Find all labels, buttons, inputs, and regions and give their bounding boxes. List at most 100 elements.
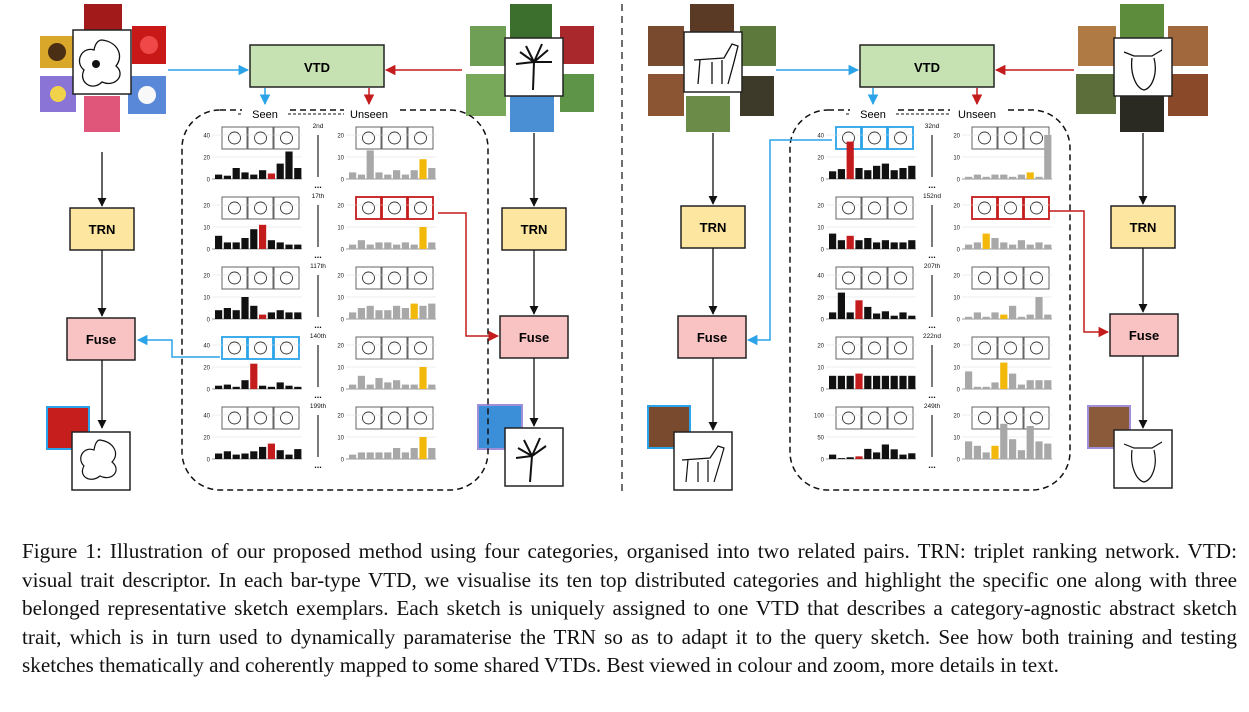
unseen-label: Unseen — [958, 109, 996, 121]
seen-sketch-glyph — [842, 341, 855, 355]
unseen-tick-label: 10 — [337, 156, 344, 162]
unseen-bar — [1000, 423, 1008, 459]
seen-sketch-exemplar — [835, 196, 862, 220]
horse-photo — [740, 76, 774, 116]
unseen-tick-label: 0 — [957, 388, 961, 394]
unseen-bar — [1026, 380, 1034, 389]
seen-sketch-glyph — [228, 271, 241, 285]
seen-bar — [829, 454, 837, 459]
seen-sketch-exemplar — [221, 406, 248, 430]
seen-bar — [846, 141, 854, 179]
seen-bar — [908, 165, 916, 179]
seen-sketch-exemplar — [221, 126, 248, 150]
unseen-bar — [1000, 242, 1008, 249]
seen-bar — [223, 175, 231, 179]
seen-bar — [881, 240, 889, 249]
seen-bar — [855, 300, 863, 319]
unseen-sketch-exemplar — [381, 266, 408, 290]
unseen-sketch-exemplar — [971, 336, 998, 360]
unseen-bar — [965, 244, 973, 249]
unseen-sketch-exemplar — [355, 196, 382, 220]
seen-bar — [276, 242, 284, 249]
seen-bar — [864, 170, 872, 179]
seen-bar — [294, 449, 302, 459]
seen-bar — [223, 384, 231, 389]
seen-sketch-glyph — [228, 201, 241, 215]
seen-tick-label: 20 — [203, 274, 210, 280]
seen-bar — [259, 314, 267, 319]
seen-sketch-glyph — [894, 341, 907, 355]
vtd-rank: 32nd — [925, 123, 940, 130]
seen-bar — [908, 375, 916, 389]
fuse-box-left — [66, 317, 136, 361]
seen-bar — [250, 451, 258, 459]
ellipsis: ... — [928, 390, 936, 400]
unseen-sketch-exemplar — [971, 126, 998, 150]
seen-sketch-exemplar — [247, 266, 274, 290]
unseen-sketch-glyph — [1004, 341, 1017, 355]
unseen-bar — [428, 168, 436, 179]
unseen-tick-label: 20 — [337, 344, 344, 350]
seen-tick-label: 0 — [207, 388, 211, 394]
seen-bar — [259, 170, 267, 179]
unseen-bar — [1000, 362, 1008, 389]
seen-sketch-exemplar — [221, 196, 248, 220]
vtd-box — [859, 44, 995, 88]
seen-label: Seen — [860, 109, 886, 121]
unseen-bar — [991, 238, 999, 249]
seen-sketch-glyph — [254, 411, 267, 425]
unseen-bar — [349, 384, 357, 389]
unseen-bar — [375, 310, 383, 319]
seen-tick-label: 100 — [814, 414, 825, 420]
unseen-tick-label: 20 — [337, 204, 344, 210]
seen-bar — [267, 443, 275, 459]
seen-sketch-exemplar — [887, 406, 914, 430]
unseen-bar — [366, 244, 374, 249]
shade-tree-photo — [466, 74, 506, 116]
result-sketch — [1113, 429, 1173, 489]
vtd-bar-charts: 02040010202nd...010200102017th...0102001… — [203, 123, 1052, 470]
vtd-rank: 17th — [312, 193, 325, 200]
fuse-box-right — [1109, 313, 1179, 357]
unseen-bar — [1044, 135, 1052, 179]
seen-bar — [267, 386, 275, 389]
seen-bar — [846, 235, 854, 249]
seen-bar — [232, 168, 240, 179]
seen-sketch-exemplar — [835, 266, 862, 290]
seen-tick-label: 0 — [821, 178, 825, 184]
vtd-rank: 152nd — [923, 193, 941, 200]
unseen-tick-label: 20 — [337, 274, 344, 280]
seen-bar — [250, 229, 258, 249]
unseen-sketch-exemplar — [355, 266, 382, 290]
seen-sketch-exemplar — [835, 336, 862, 360]
seen-bar — [873, 452, 881, 459]
seen-bar — [899, 454, 907, 459]
seen-tick-label: 40 — [817, 134, 824, 140]
unseen-bar — [1026, 426, 1034, 459]
seen-sketch-glyph — [280, 341, 293, 355]
seen-tick-label: 0 — [207, 458, 211, 464]
horse-photo — [686, 96, 730, 132]
cow-photo — [1168, 74, 1208, 116]
unseen-bar — [991, 445, 999, 459]
unseen-bar — [1026, 314, 1034, 319]
seen-sketch-glyph — [254, 131, 267, 145]
seen-bar — [259, 224, 267, 249]
unseen-sketch-glyph — [362, 411, 375, 425]
seen-bar — [881, 444, 889, 459]
seen-sketch-exemplar — [861, 406, 888, 430]
seen-sketch-glyph — [280, 131, 293, 145]
seen-bar — [294, 312, 302, 319]
seen-bar — [855, 456, 863, 459]
seen-sketch-glyph — [280, 271, 293, 285]
unseen-bar — [357, 375, 365, 389]
unseen-sketch-exemplar — [355, 406, 382, 430]
unseen-bar — [973, 242, 981, 249]
unseen-sketch-exemplar — [971, 196, 998, 220]
seen-tick-label: 0 — [207, 248, 211, 254]
unseen-bar — [349, 312, 357, 319]
seen-sketch-glyph — [254, 201, 267, 215]
unseen-sketch-exemplar — [355, 126, 382, 150]
seen-sketch-exemplar — [887, 126, 914, 150]
unseen-sketch-exemplar — [407, 336, 434, 360]
